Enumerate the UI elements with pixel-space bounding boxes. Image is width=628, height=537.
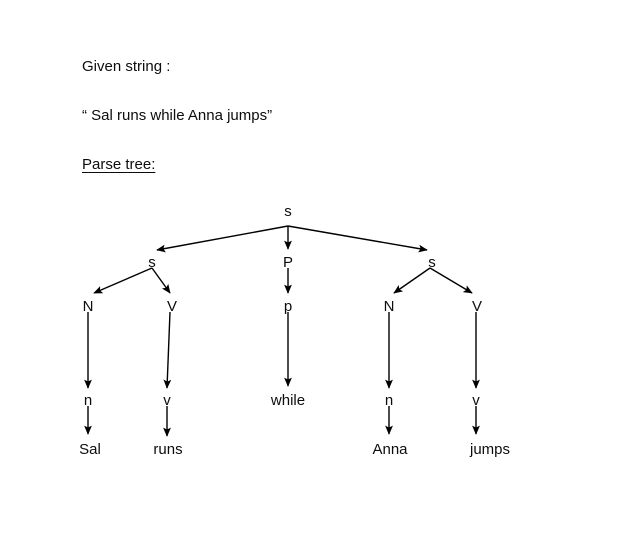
edge-left-s-to-left-v (151, 267, 171, 294)
edge-left-V-to-left-v (163, 311, 172, 389)
tree-node-mid-p: p (284, 298, 292, 315)
parse-tree-label: Parse tree: (82, 156, 156, 173)
tree-leaf-jumps: jumps (469, 441, 510, 458)
edge-right-s-to-right-v (429, 267, 473, 294)
tree-node-right-n: n (385, 392, 393, 409)
tree-node-right-v: v (472, 392, 480, 409)
edge-left-s-to-left-n (93, 267, 153, 294)
edge-root-to-right-s (287, 225, 428, 253)
tree-node-root-s: s (284, 203, 292, 220)
given-string-value: “ Sal runs while Anna jumps” (82, 107, 273, 124)
given-string-label: Given string : (82, 58, 171, 75)
tree-node-left-v: v (163, 392, 171, 409)
tree-leaf-anna: Anna (372, 441, 408, 458)
tree-node-right-N: N (384, 298, 395, 315)
tree-node-left-n: n (84, 392, 92, 409)
tree-leaf-sal: Sal (79, 441, 101, 458)
tree-node-left-s: s (148, 254, 156, 271)
tree-node-right-s: s (428, 254, 436, 271)
tree-node-left-V: V (167, 298, 177, 315)
tree-node-right-V: V (472, 298, 482, 315)
tree-node-mid-P: P (283, 254, 293, 271)
tree-leaf-runs: runs (153, 441, 182, 458)
tree-node-mid-while: while (270, 392, 305, 409)
tree-node-left-N: N (83, 298, 94, 315)
edge-right-s-to-right-n (393, 267, 431, 294)
edge-root-to-left-s (156, 225, 289, 253)
